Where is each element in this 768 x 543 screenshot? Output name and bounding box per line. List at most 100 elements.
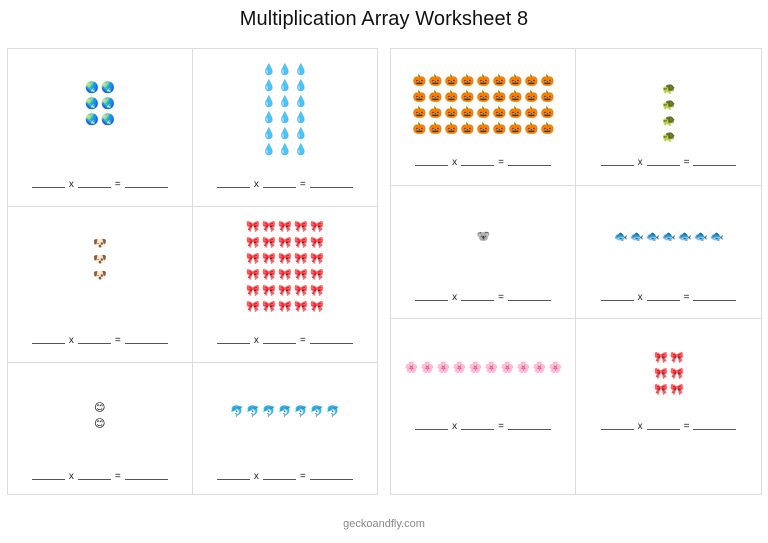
equation-line: x= — [391, 157, 575, 168]
array-row: 🐢 — [662, 115, 676, 128]
product-blank[interactable] — [309, 478, 353, 480]
array-row: 🎀🎀🎀🎀🎀 — [246, 221, 324, 234]
product-blank[interactable] — [507, 428, 551, 430]
ribbon-icon: 🎀 — [278, 221, 292, 233]
cherry-blossom-icon: 🌸 — [404, 362, 419, 374]
factor-1-blank[interactable] — [415, 428, 449, 430]
factor-2-blank[interactable] — [461, 299, 495, 301]
object-array: 🐢🐢🐢🐢 — [576, 83, 761, 144]
array-row: 🌏🌏 — [85, 82, 115, 95]
array-problem-cell: 🐢🐢🐢🐢x= — [576, 49, 761, 186]
right-worksheet-panel: 🎃🎃🎃🎃🎃🎃🎃🎃🎃🎃🎃🎃🎃🎃🎃🎃🎃🎃🎃🎃🎃🎃🎃🎃🎃🎃🎃🎃🎃🎃🎃🎃🎃🎃🎃🎃x=🐢🐢… — [390, 48, 762, 495]
globe-icon: 🌏 — [85, 114, 99, 126]
factor-1-blank[interactable] — [415, 164, 449, 166]
globe-icon: 🌏 — [101, 98, 115, 110]
droplet-icon: 💧 — [278, 96, 292, 108]
product-blank[interactable] — [693, 299, 737, 301]
factor-1-blank[interactable] — [31, 342, 65, 344]
dog-face-icon: 🐶 — [93, 270, 107, 282]
object-array: 🐬🐬🐬🐬🐬🐬🐬 — [193, 406, 378, 419]
factor-2-blank[interactable] — [461, 428, 495, 430]
ribbon-icon: 🎀 — [654, 352, 668, 364]
product-blank[interactable] — [507, 164, 551, 166]
object-array: 🐨 — [391, 231, 575, 244]
product-blank[interactable] — [507, 299, 551, 301]
factor-2-blank[interactable] — [77, 186, 111, 188]
array-row: 🌸🌸🌸🌸🌸🌸🌸🌸🌸🌸 — [404, 362, 563, 375]
factor-1-blank[interactable] — [31, 478, 65, 480]
factor-2-blank[interactable] — [262, 478, 296, 480]
fish-icon: 🐟 — [678, 231, 692, 243]
droplet-icon: 💧 — [294, 80, 308, 92]
fish-icon: 🐟 — [646, 231, 660, 243]
product-blank[interactable] — [124, 186, 168, 188]
factor-2-blank[interactable] — [646, 164, 680, 166]
times-sign: x — [452, 157, 458, 168]
equation-line: x= — [391, 292, 575, 303]
product-blank[interactable] — [309, 342, 353, 344]
droplet-icon: 💧 — [278, 80, 292, 92]
product-blank[interactable] — [693, 164, 737, 166]
jack-o-lantern-icon: 🎃 — [460, 75, 475, 87]
object-array: 🐟🐟🐟🐟🐟🐟🐟 — [576, 231, 761, 244]
jack-o-lantern-icon: 🎃 — [492, 123, 507, 135]
turtle-icon: 🐢 — [662, 131, 676, 143]
left-worksheet-panel: 🌏🌏🌏🌏🌏🌏x=💧💧💧💧💧💧💧💧💧💧💧💧💧💧💧💧💧💧x=🐶🐶🐶x=🎀🎀🎀🎀🎀🎀🎀… — [7, 48, 378, 495]
product-blank[interactable] — [309, 186, 353, 188]
jack-o-lantern-icon: 🎃 — [476, 107, 491, 119]
droplet-icon: 💧 — [262, 96, 276, 108]
factor-2-blank[interactable] — [77, 342, 111, 344]
equation-line: x= — [576, 421, 761, 432]
jack-o-lantern-icon: 🎃 — [444, 123, 459, 135]
dolphin-icon: 🐬 — [294, 406, 308, 418]
jack-o-lantern-icon: 🎃 — [492, 75, 507, 87]
factor-2-blank[interactable] — [77, 478, 111, 480]
ribbon-icon: 🎀 — [262, 253, 276, 265]
ribbon-icon: 🎀 — [294, 301, 308, 313]
cherry-blossom-icon: 🌸 — [532, 362, 547, 374]
factor-1-blank[interactable] — [415, 299, 449, 301]
factor-2-blank[interactable] — [461, 164, 495, 166]
smiley-face-icon: 😊 — [94, 402, 106, 414]
factor-1-blank[interactable] — [600, 428, 634, 430]
factor-2-blank[interactable] — [262, 342, 296, 344]
ribbon-icon: 🎀 — [294, 253, 308, 265]
factor-2-blank[interactable] — [646, 428, 680, 430]
fish-icon: 🐟 — [614, 231, 628, 243]
droplet-icon: 💧 — [262, 128, 276, 140]
product-blank[interactable] — [124, 342, 168, 344]
array-row: 🎃🎃🎃🎃🎃🎃🎃🎃🎃 — [413, 107, 555, 120]
array-problem-cell: 🐨 x= — [391, 186, 576, 319]
factor-2-blank[interactable] — [646, 299, 680, 301]
ribbon-icon: 🎀 — [278, 253, 292, 265]
times-sign: x — [253, 471, 259, 482]
jack-o-lantern-icon: 🎃 — [492, 91, 507, 103]
factor-1-blank[interactable] — [600, 299, 634, 301]
turtle-icon: 🐢 — [662, 115, 676, 127]
factor-2-blank[interactable] — [262, 186, 296, 188]
array-row: 💧💧💧 — [262, 128, 308, 141]
jack-o-lantern-icon: 🎃 — [508, 75, 523, 87]
jack-o-lantern-icon: 🎃 — [508, 107, 523, 119]
smiley-face-icon: 😊 — [94, 418, 106, 430]
array-row: 🐶 — [93, 238, 107, 251]
equation-line: x= — [193, 471, 378, 482]
array-row: 🎀🎀🎀🎀🎀 — [246, 253, 324, 266]
factor-1-blank[interactable] — [31, 186, 65, 188]
array-row: 🌏🌏 — [85, 98, 115, 111]
product-blank[interactable] — [693, 428, 737, 430]
times-sign: x — [637, 157, 643, 168]
droplet-icon: 💧 — [294, 128, 308, 140]
product-blank[interactable] — [124, 478, 168, 480]
factor-1-blank[interactable] — [600, 164, 634, 166]
ribbon-icon: 🎀 — [278, 237, 292, 249]
ribbon-icon: 🎀 — [262, 221, 276, 233]
cherry-blossom-icon: 🌸 — [516, 362, 531, 374]
factor-1-blank[interactable] — [216, 186, 250, 188]
object-array: 🎀🎀🎀🎀🎀🎀🎀🎀🎀🎀🎀🎀🎀🎀🎀🎀🎀🎀🎀🎀🎀🎀🎀🎀🎀🎀🎀🎀🎀🎀 — [193, 221, 378, 314]
ribbon-icon: 🎀 — [294, 269, 308, 281]
factor-1-blank[interactable] — [216, 478, 250, 480]
ribbon-icon: 🎀 — [310, 237, 324, 249]
factor-1-blank[interactable] — [216, 342, 250, 344]
cherry-blossom-icon: 🌸 — [452, 362, 467, 374]
